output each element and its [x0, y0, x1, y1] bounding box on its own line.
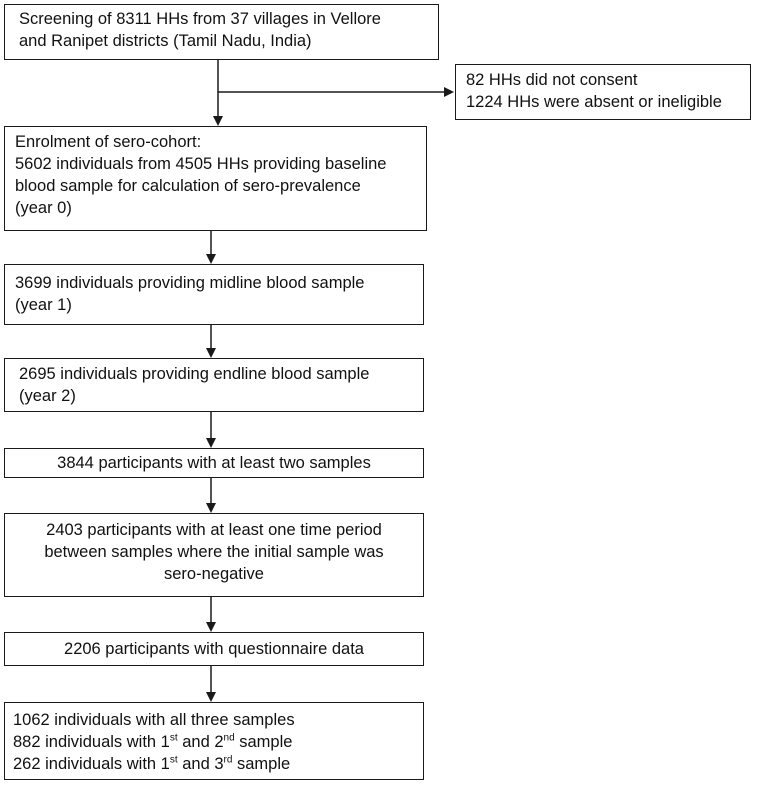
excluded-line-2: 1224 HHs were absent or ineligible [466, 93, 722, 111]
excluded-box: 82 HHs did not consent 1224 HHs were abs… [455, 64, 751, 120]
screening-line-2: and Ranipet districts (Tamil Nadu, India… [19, 32, 312, 50]
endline-line-2: (year 2) [19, 387, 76, 405]
final-line-3-mid: and 3 [177, 755, 224, 773]
seronegative-line-3: sero-negative [164, 565, 264, 583]
midline-line-1: 3699 individuals providing midline blood… [15, 274, 365, 292]
seronegative-line-1: 2403 participants with at least one time… [46, 521, 382, 539]
final-line-2: 882 individuals with 1st and 2nd sample [13, 731, 423, 753]
midline-box: 3699 individuals providing midline blood… [4, 264, 424, 325]
enrolment-line-1: Enrolment of sero-cohort: [15, 133, 202, 151]
final-line-3-sup-2: rd [223, 754, 233, 766]
final-line-2-sup-1: st [169, 732, 178, 744]
two-samples-box: 3844 participants with at least two samp… [4, 448, 424, 478]
questionnaire-line-1: 2206 participants with questionnaire dat… [64, 640, 364, 658]
questionnaire-box: 2206 participants with questionnaire dat… [4, 632, 424, 666]
screening-line-1: Screening of 8311 HHs from 37 villages i… [19, 10, 381, 28]
final-line-1: 1062 individuals with all three samples [13, 711, 295, 729]
seronegative-box: 2403 participants with at least one time… [4, 513, 424, 597]
endline-box: 2695 individuals providing endline blood… [4, 358, 424, 412]
final-line-3: 262 individuals with 1st and 3rd sample [13, 753, 423, 775]
enrolment-line-3: blood sample for calculation of sero-pre… [15, 177, 361, 195]
enrolment-box: Enrolment of sero-cohort: 5602 individua… [4, 126, 427, 231]
enrolment-line-2: 5602 individuals from 4505 HHs providing… [15, 155, 387, 173]
two-samples-line-1: 3844 participants with at least two samp… [57, 454, 371, 472]
excluded-line-1: 82 HHs did not consent [466, 71, 638, 89]
final-line-2-post: sample [234, 733, 293, 751]
final-line-3-post: sample [232, 755, 291, 773]
enrolment-line-4: (year 0) [15, 199, 72, 217]
endline-line-1: 2695 individuals providing endline blood… [19, 365, 370, 383]
midline-line-2: (year 1) [15, 296, 72, 314]
final-line-2-mid: and 2 [177, 733, 224, 751]
final-line-2-sup-2: nd [223, 732, 235, 744]
screening-box: Screening of 8311 HHs from 37 villages i… [4, 4, 439, 60]
final-line-2-pre: 882 individuals with 1 [13, 733, 170, 751]
seronegative-line-2: between samples where the initial sample… [44, 543, 384, 561]
final-line-3-pre: 262 individuals with 1 [13, 755, 170, 773]
final-box: 1062 individuals with all three samples … [4, 702, 424, 780]
final-line-3-sup-1: st [169, 754, 178, 766]
